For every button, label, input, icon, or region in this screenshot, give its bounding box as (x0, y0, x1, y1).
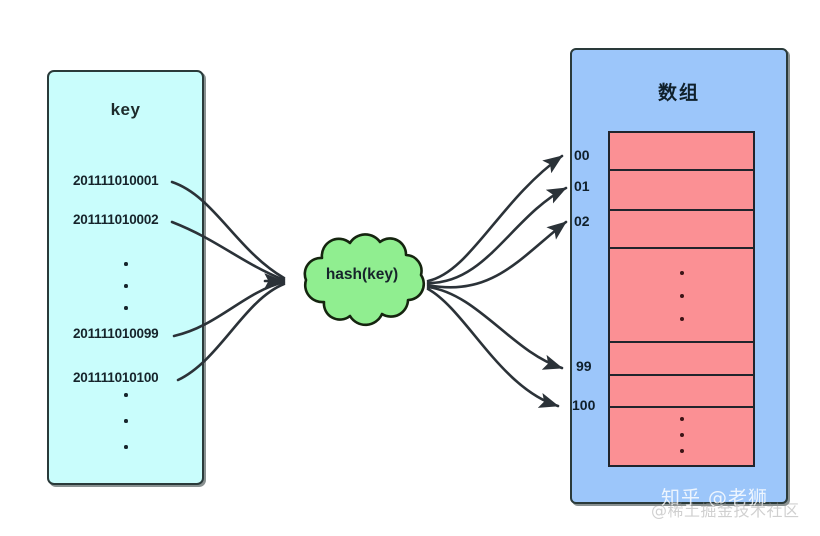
edge-hash-index-02 (426, 220, 568, 289)
array-ellipsis-dot (679, 433, 684, 437)
array-panel-title: 数组 (657, 82, 700, 104)
key-entry-3: 201111010099 (73, 326, 159, 341)
array-slot (610, 133, 753, 171)
key-entry-1: 201111010001 (73, 173, 159, 188)
array-ellipsis-dot (679, 294, 684, 298)
key-ellipsis-dot (124, 306, 128, 310)
array-slot (610, 408, 753, 464)
array-slot (610, 343, 753, 376)
array-index-00: 00 (574, 147, 590, 163)
array-ellipsis-dot (679, 417, 684, 421)
key-entry-2: 201111010002 (73, 212, 159, 227)
array-index-01: 01 (574, 178, 590, 194)
edge-hash-index-100 (426, 287, 560, 408)
hash-node: hash(key) (288, 228, 436, 328)
key-ellipsis-dot (124, 393, 128, 397)
array-slot-table (608, 131, 755, 467)
array-ellipsis-dot (679, 317, 684, 321)
array-index-99: 99 (576, 358, 592, 374)
key-ellipsis-dot (124, 262, 128, 266)
edge-hash-index-99 (426, 285, 564, 370)
array-ellipsis-dot (679, 271, 684, 275)
key-ellipsis-dot (124, 419, 128, 423)
hash-to-array-edges (426, 154, 568, 408)
edge-hash-index-00 (426, 154, 564, 283)
key-ellipsis-dot (124, 284, 128, 288)
array-slot (610, 249, 753, 343)
array-ellipsis-dot (679, 449, 684, 453)
array-index-100: 100 (572, 397, 596, 413)
array-slot (610, 376, 753, 408)
edge-hash-index-01 (426, 186, 568, 285)
array-index-02: 02 (574, 213, 590, 229)
array-slot (610, 211, 753, 249)
key-ellipsis-dot (124, 445, 128, 449)
key-panel-title: key (110, 100, 141, 119)
key-panel: key (47, 70, 204, 485)
cloud-icon (303, 233, 426, 327)
key-entry-4: 201111010100 (73, 370, 159, 385)
array-slot (610, 171, 753, 211)
